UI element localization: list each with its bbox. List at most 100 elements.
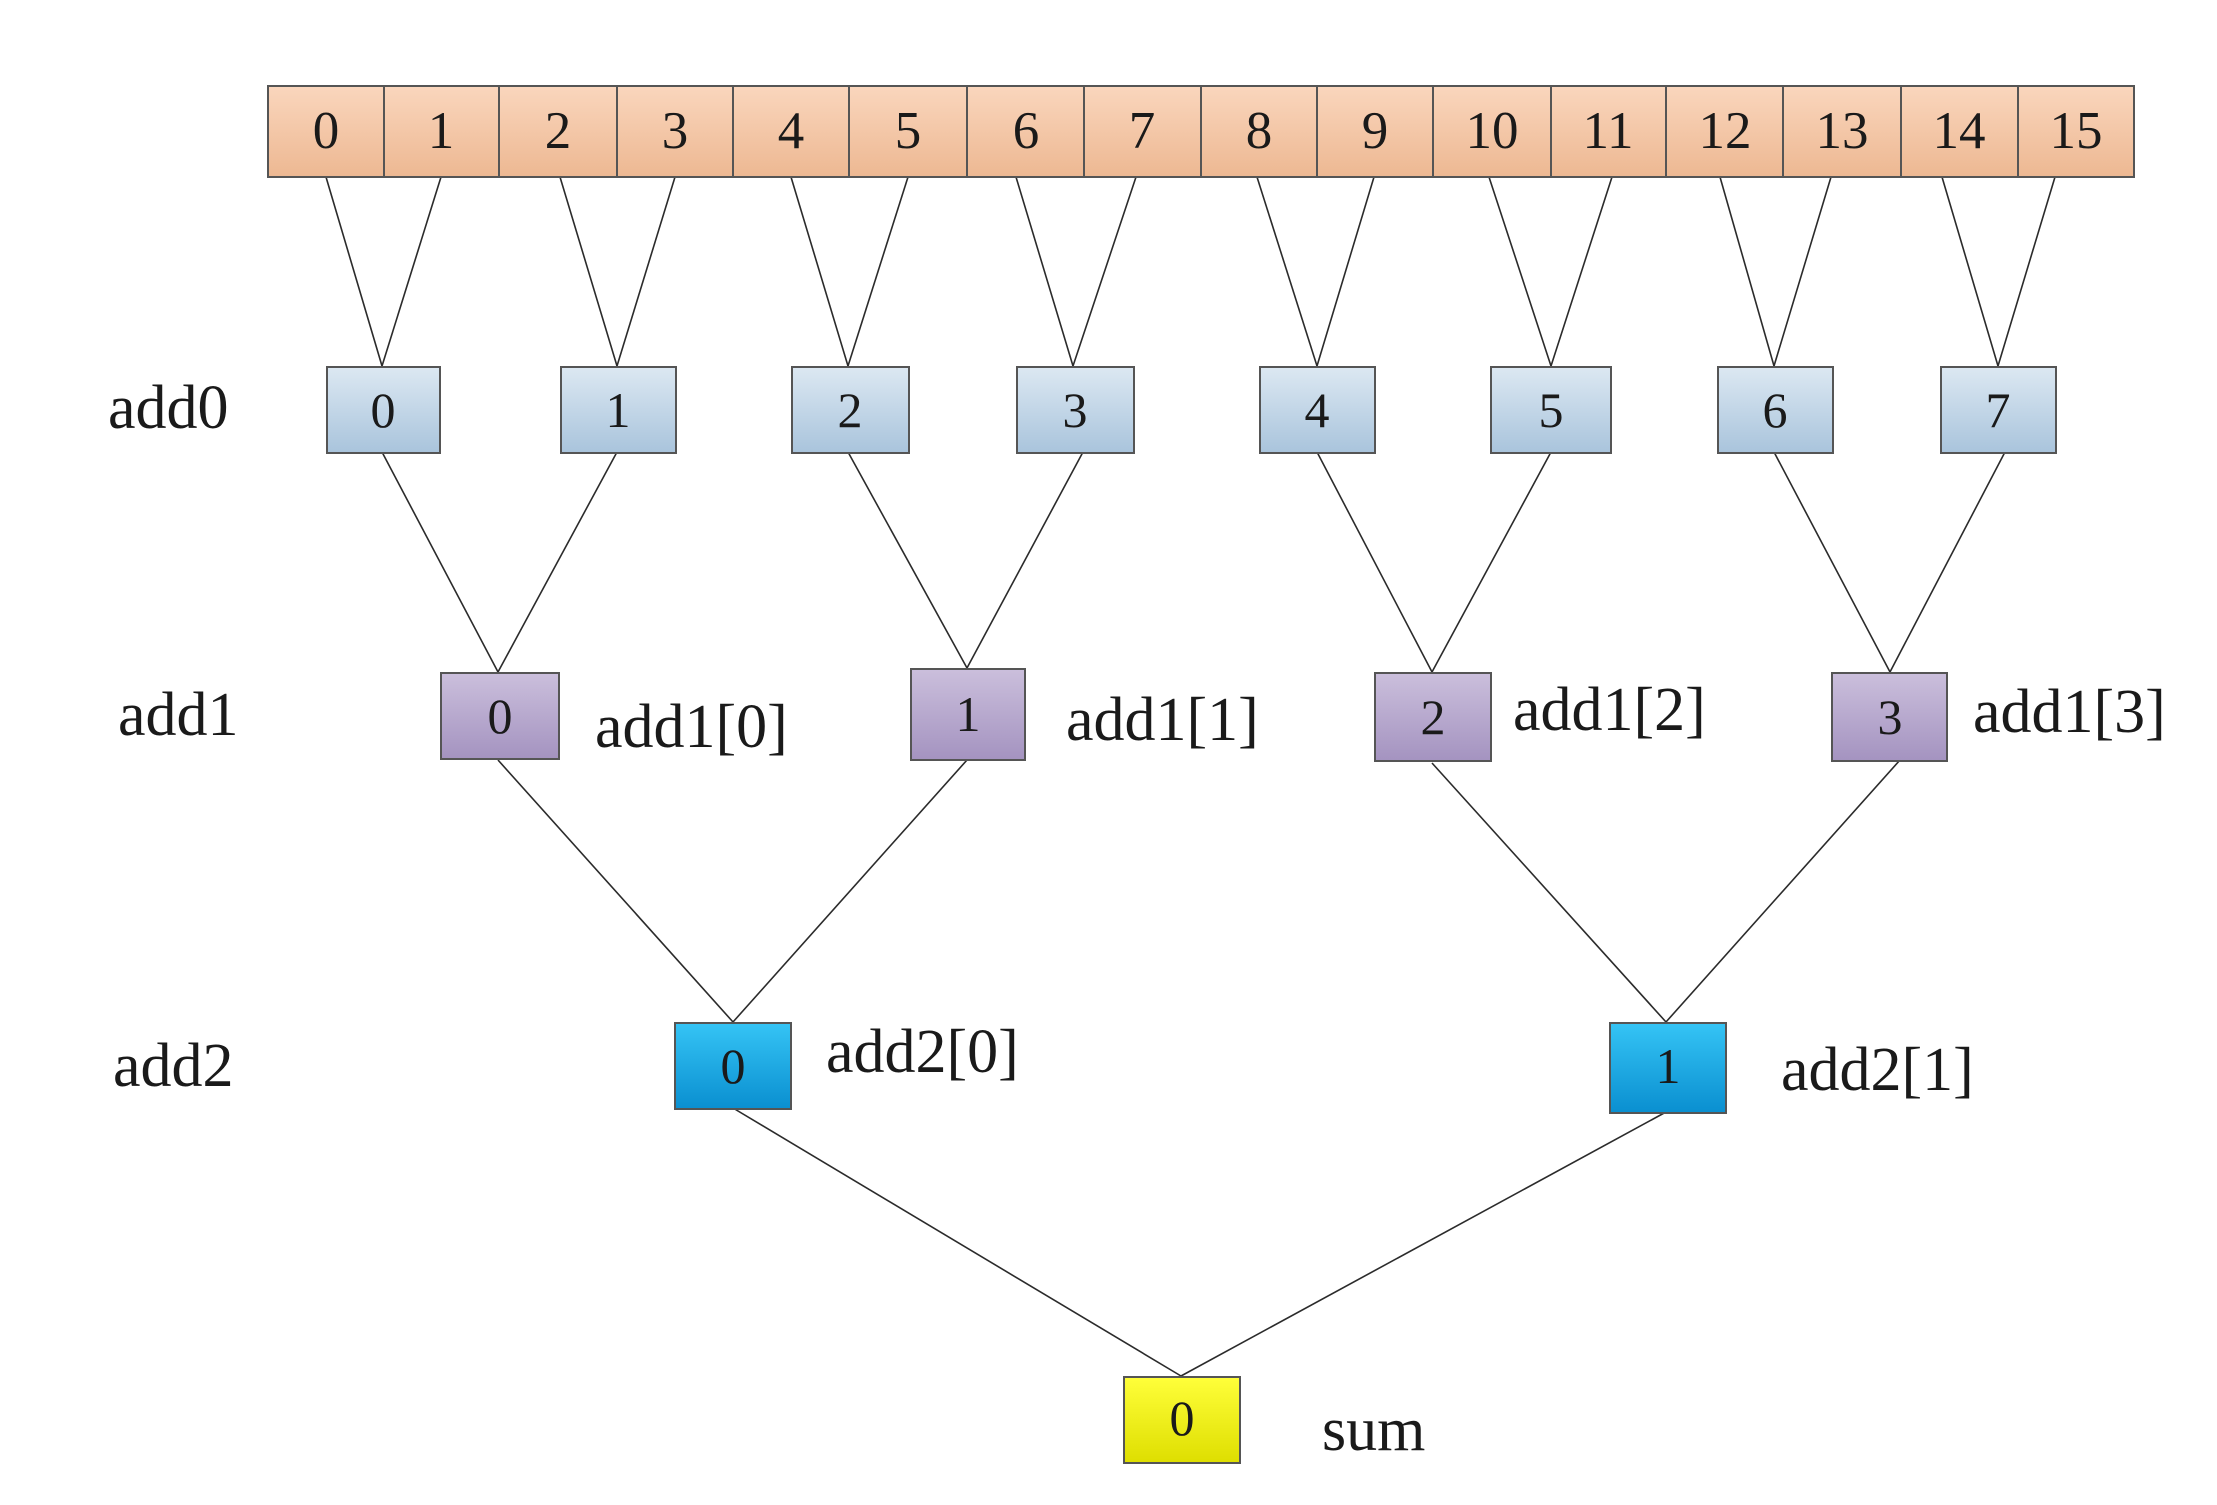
- input-array: 0 1 2 3 4 5 6 7 8: [267, 85, 2135, 178]
- edge: [790, 176, 849, 367]
- node-label: 0: [371, 382, 396, 438]
- level-sum: 0 sum: [1123, 1376, 1425, 1464]
- input-cell: 10: [1466, 102, 1519, 160]
- input-cell: 12: [1699, 102, 1752, 160]
- adder-node: 3: [1016, 366, 1135, 454]
- node-label: 6: [1763, 382, 1788, 438]
- level-add1: add1 0 add1[0] 1 add1[1] 2 add1[2] 3 add…: [118, 668, 2166, 762]
- adder-node: 5: [1490, 366, 1612, 454]
- node-box: [1016, 366, 1135, 454]
- edge: [732, 759, 968, 1023]
- node-box: [440, 672, 560, 760]
- input-cell: 7: [1129, 102, 1156, 160]
- level-label: add1: [118, 681, 239, 749]
- input-cell: 2: [545, 102, 572, 160]
- level-add0: add0 0 1 2 3 4 5 6 7: [108, 366, 2057, 454]
- input-cell-label: 11: [1582, 102, 1633, 160]
- edge: [381, 451, 499, 673]
- node-box: [1490, 366, 1612, 454]
- input-cell-label: 9: [1362, 102, 1389, 160]
- node-box: [791, 366, 910, 454]
- input-cell: 5: [895, 102, 922, 160]
- node-box: [910, 668, 1026, 761]
- node-caption: add2[0]: [826, 1018, 1019, 1086]
- adder-node: 7: [1940, 366, 2057, 454]
- node-caption: add2[1]: [1781, 1036, 1974, 1104]
- edge: [1015, 176, 1074, 367]
- edge: [1889, 451, 2006, 673]
- adder-node: 4: [1259, 366, 1376, 454]
- node-box: [674, 1022, 792, 1110]
- edge: [1316, 451, 1433, 673]
- edge: [325, 176, 383, 367]
- adder-node: 3: [1831, 672, 1948, 762]
- node-box: [1940, 366, 2057, 454]
- input-cell: 8: [1246, 102, 1273, 160]
- node-caption: add1[3]: [1973, 678, 2166, 746]
- input-cell: 4: [778, 102, 805, 160]
- edge: [1550, 176, 1613, 367]
- node-caption: add1[0]: [595, 693, 788, 761]
- tree-edges: [325, 176, 2056, 1377]
- input-cell: 3: [662, 102, 689, 160]
- input-cell-label: 12: [1699, 102, 1752, 160]
- edge: [847, 176, 909, 367]
- node-label: 4: [1305, 382, 1330, 438]
- node-box: [1717, 366, 1834, 454]
- edge: [1431, 762, 1667, 1023]
- input-cell: 11: [1582, 102, 1633, 160]
- node-label: 3: [1063, 382, 1088, 438]
- level-add2: add2 0 add2[0] 1 add2[1]: [113, 1018, 1974, 1114]
- node-box: [1374, 672, 1492, 762]
- edge: [1941, 176, 1999, 367]
- node-label: 7: [1986, 382, 2011, 438]
- adder-node: 1: [1609, 1022, 1727, 1114]
- node-label: 1: [956, 686, 981, 742]
- node-label: 1: [606, 382, 631, 438]
- input-cell: 14: [1933, 102, 1986, 160]
- input-cell-label: 15: [2050, 102, 2103, 160]
- input-cell-label: 6: [1013, 102, 1040, 160]
- node-label: 0: [721, 1038, 746, 1094]
- edge: [1773, 176, 1832, 367]
- edge: [847, 451, 968, 669]
- node-caption: add1[2]: [1513, 676, 1706, 744]
- edge: [1997, 176, 2056, 367]
- input-cell: 15: [2050, 102, 2103, 160]
- node-box: [326, 366, 441, 454]
- adder-node: 2: [791, 366, 910, 454]
- adder-node: 2: [1374, 672, 1492, 762]
- node-label: 0: [488, 688, 513, 744]
- edge: [1431, 451, 1552, 673]
- input-cell-label: 2: [545, 102, 572, 160]
- adder-node: 0: [440, 672, 560, 760]
- input-cell: 13: [1816, 102, 1869, 160]
- input-cell: 6: [1013, 102, 1040, 160]
- edge: [616, 176, 676, 367]
- node-label: 2: [1421, 689, 1446, 745]
- node-box: [1609, 1022, 1727, 1114]
- input-cell-label: 8: [1246, 102, 1273, 160]
- input-cell-label: 0: [313, 102, 340, 160]
- input-cell-label: 3: [662, 102, 689, 160]
- edge: [1256, 176, 1318, 367]
- edge: [1773, 451, 1891, 673]
- input-cell-label: 10: [1466, 102, 1519, 160]
- node-label: 0: [1170, 1390, 1195, 1446]
- node-box: [560, 366, 677, 454]
- input-cell-label: 13: [1816, 102, 1869, 160]
- edge: [1180, 1111, 1667, 1377]
- input-cell-label: 14: [1933, 102, 1986, 160]
- edge: [497, 759, 734, 1023]
- edge: [966, 451, 1084, 669]
- node-label: 5: [1539, 382, 1564, 438]
- level-label: add0: [108, 374, 229, 442]
- input-cell-label: 5: [895, 102, 922, 160]
- node-box: [1831, 672, 1948, 762]
- edge: [1719, 176, 1775, 367]
- adder-node: 0: [326, 366, 441, 454]
- input-cell-label: 7: [1129, 102, 1156, 160]
- edge: [732, 1107, 1182, 1377]
- node-caption: add1[1]: [1066, 686, 1259, 754]
